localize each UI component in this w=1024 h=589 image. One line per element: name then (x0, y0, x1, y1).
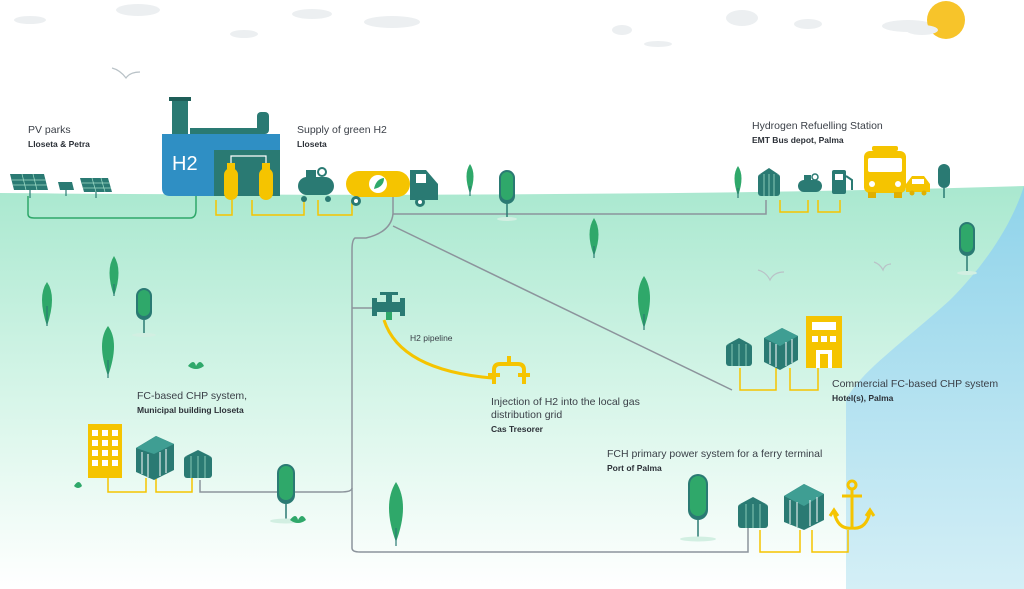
green-h2-title: Supply of green H2 (297, 124, 387, 136)
chp-commercial-label: Commercial FC-based CHP system Hotel(s),… (832, 378, 998, 404)
tree-icon (42, 164, 977, 546)
ferry-label: FCH primary power system for a ferry ter… (607, 448, 822, 474)
chp-municipal-label: FC-based CHP system, Municipal building … (137, 390, 247, 416)
pv-parks-title: PV parks (28, 124, 71, 136)
storage-tank-icon (184, 450, 212, 478)
green-h2-label: Supply of green H2 Lloseta (297, 124, 387, 150)
pv-parks-location: Lloseta & Petra (28, 139, 90, 150)
fuel-cell-icon (764, 328, 798, 370)
refuelling-title: Hydrogen Refuelling Station (752, 120, 883, 132)
fuel-pump-icon (832, 170, 853, 194)
bird-icon (111, 67, 892, 282)
h2-pipeline-label: H2 pipeline (410, 333, 453, 343)
injection-label: Injection of H2 into the local gas distr… (491, 396, 640, 435)
h2-pipeline (382, 319, 493, 380)
ferry-title: FCH primary power system for a ferry ter… (607, 448, 823, 460)
injection-line-2: distribution grid (491, 409, 563, 422)
distribution-lines (199, 194, 767, 553)
pv-line (27, 196, 197, 219)
yellow-links (107, 200, 849, 553)
sea (846, 186, 1024, 589)
electrolyser-plant: H2 (162, 97, 280, 200)
valve-icon (372, 292, 405, 320)
ground (0, 186, 1024, 589)
chp-commercial-title: Commercial FC-based CHP system (832, 378, 999, 390)
chp-municipal-location: Municipal building Lloseta (137, 405, 244, 416)
fuel-cell-icon (784, 484, 824, 530)
solar-panel-icon (10, 173, 112, 198)
h2-logo-text: H2 (172, 153, 198, 175)
bush-icon (74, 362, 306, 523)
storage-tank-icon (726, 338, 752, 366)
bus-icon (864, 146, 906, 198)
cloud-icon (14, 4, 934, 47)
refuelling-label: Hydrogen Refuelling Station EMT Bus depo… (752, 120, 883, 146)
compressor-icon (298, 167, 334, 202)
chp-commercial-location: Hotel(s), Palma (832, 393, 894, 404)
injection-line-1: Injection of H2 into the local gas (491, 396, 640, 408)
gas-grid-connector-icon (488, 356, 530, 384)
refuelling-location: EMT Bus depot, Palma (752, 135, 844, 146)
h2-tanker-truck-icon (346, 170, 438, 207)
fuel-cell-icon (136, 436, 174, 480)
anchor-icon (828, 479, 876, 530)
storage-tank-icon (738, 497, 768, 528)
office-building-icon (88, 424, 122, 478)
hotel-icon (806, 316, 842, 368)
injection-location: Cas Tresorer (491, 424, 543, 435)
ferry-location: Port of Palma (607, 463, 662, 474)
chp-municipal-title: FC-based CHP system, (137, 390, 248, 402)
car-icon (906, 176, 930, 196)
storage-tank-icon (758, 168, 780, 196)
green-h2-location: Lloseta (297, 139, 327, 150)
compressor-icon (798, 173, 822, 192)
pv-parks-label: PV parks Lloseta & Petra (28, 124, 90, 150)
